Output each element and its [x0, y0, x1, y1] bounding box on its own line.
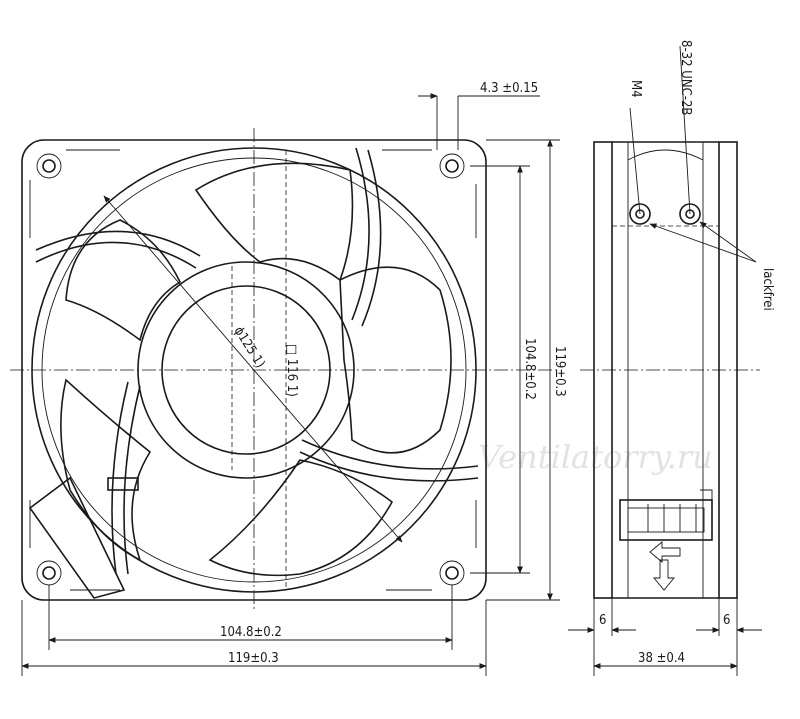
fan-blade-4 [60, 378, 152, 562]
m4-leader-line [629, 107, 641, 215]
hdim-outer-label: 119±0.3 [228, 651, 279, 666]
square-label: □ 116 1) [284, 344, 299, 397]
fan-blade-1 [194, 162, 354, 282]
lackfrei-leader-2 [699, 221, 757, 263]
diameter-dimension-line [103, 195, 403, 543]
strut-bottom-right [299, 439, 479, 482]
watermark-text: Ventilatorry.ru [478, 438, 713, 476]
unc-leader-line [679, 45, 691, 215]
side-connector-inner [627, 507, 705, 533]
mount-hole-top-right [439, 153, 465, 179]
side-connector-housing [619, 499, 713, 541]
side-connector-pins [647, 504, 697, 532]
hole-dimension-label: 4.3 ±0.15 [480, 81, 538, 96]
lackfrei-label: lackfrei [760, 268, 775, 311]
rotation-arrow-icon [653, 559, 675, 591]
front-view: ϕ125 1) □ 116 1) 4.3 ±0.15 104.8±0.2 119… [10, 81, 567, 676]
depth-dim-label: 38 ±0.4 [638, 651, 685, 666]
strut-top-right [351, 147, 382, 327]
side-view: M4 8-32 UNC-2B lackfrei 38 ±0.4 6 6 [568, 40, 775, 676]
m4-label: M4 [628, 80, 643, 98]
mounting-holes [36, 153, 465, 586]
lackfrei-leader-1 [649, 223, 757, 263]
vdim-inner-label: 104.8±0.2 [522, 338, 537, 400]
side-connector-latch [700, 489, 713, 500]
vdim-outer-label: 119±0.3 [552, 346, 567, 397]
left-flange-label: 6 [599, 613, 606, 628]
side-body-top-curve [627, 149, 704, 161]
side-body-edges [612, 141, 719, 599]
mount-hole-bottom-right [439, 560, 465, 586]
airflow-arrow-icon [649, 541, 681, 563]
unc-label: 8-32 UNC-2B [678, 40, 693, 115]
cable-outlet [28, 476, 126, 599]
fan-blade-2 [339, 266, 452, 454]
hdim-inner-label: 104.8±0.2 [220, 625, 282, 640]
corner-webs [29, 149, 477, 591]
mount-hole-bottom-left [36, 560, 62, 586]
mount-hole-top-left [36, 153, 62, 179]
right-flange-label: 6 [723, 613, 730, 628]
